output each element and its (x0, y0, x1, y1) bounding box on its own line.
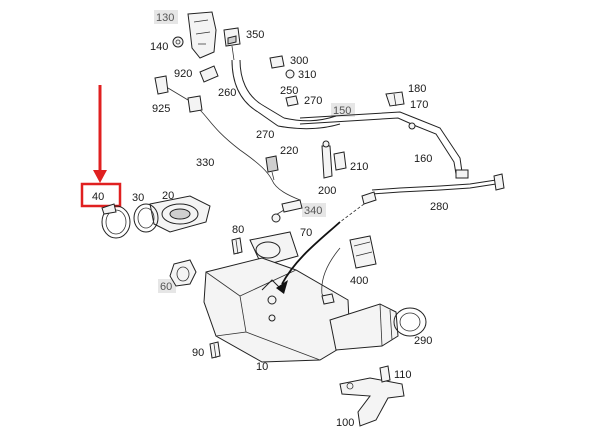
clip-part-920 (199, 65, 219, 83)
tag-bg-150 (331, 103, 355, 117)
label-330: 330 (196, 157, 214, 169)
label-90: 90 (192, 347, 204, 359)
label-100: 100 (336, 417, 354, 429)
tag-bg-130 (154, 10, 178, 24)
line-part-280 (339, 173, 505, 223)
bolt-part-80 (231, 237, 243, 255)
label-290: 290 (414, 335, 432, 347)
gasket-part-30 (133, 203, 159, 233)
flange-part-20 (149, 195, 211, 233)
label-60: 60 (160, 281, 172, 293)
label-300: 300 (290, 55, 308, 67)
connector-part-925 (154, 75, 203, 113)
label-140: 140 (150, 41, 168, 53)
label-400: 400 (350, 275, 368, 287)
label-310: 310 (298, 69, 316, 81)
label-40: 40 (92, 191, 104, 203)
label-920: 920 (174, 68, 192, 80)
highlight-arrow (93, 85, 107, 183)
label-160: 160 (414, 153, 432, 165)
gasket-part-60 (169, 259, 197, 287)
label-10: 10 (256, 361, 268, 373)
clamp-part-40 (101, 203, 131, 239)
label-150: 150 (333, 105, 351, 117)
label-180: 180 (408, 83, 426, 95)
bolt-part-90 (209, 341, 221, 359)
bracket-part-100 (339, 377, 405, 427)
label-110: 110 (394, 369, 412, 381)
clip-part-250 (285, 95, 299, 107)
label-340: 340 (304, 205, 322, 217)
bolt-part-110 (379, 365, 391, 383)
bracket-part-400 (349, 235, 377, 269)
clip-part-170 (385, 91, 405, 107)
label-170: 170 (410, 99, 428, 111)
wire-part-330 (199, 109, 301, 201)
label-260: 260 (218, 87, 236, 99)
clip-part-300 (269, 55, 295, 79)
pipe-part-260 (231, 59, 341, 130)
label-270b: 270 (256, 129, 274, 141)
catalytic-part-10 (203, 257, 351, 363)
label-210: 210 (350, 161, 368, 173)
label-280: 280 (430, 201, 448, 213)
sensor-part-220 (265, 155, 279, 181)
label-270a: 270 (304, 95, 322, 107)
pipe-part-160 (299, 111, 469, 179)
label-350: 350 (246, 29, 264, 41)
sensor-part-350 (223, 27, 241, 61)
bracket-part-130 (172, 11, 217, 59)
tag-bg-340 (302, 203, 326, 217)
label-20: 20 (162, 190, 174, 202)
label-925: 925 (152, 103, 170, 115)
tag-bg-60 (158, 279, 176, 293)
label-70: 70 (300, 227, 312, 239)
pipe-part-290 (329, 303, 427, 351)
label-220: 220 (280, 145, 298, 157)
bracket-part-200 (321, 140, 347, 179)
sensor-part-340 (271, 199, 303, 223)
label-200: 200 (318, 185, 336, 197)
highlight-box (80, 182, 122, 208)
label-130: 130 (156, 12, 174, 24)
label-30: 30 (132, 192, 144, 204)
pointer-arrow (276, 221, 341, 294)
label-80: 80 (232, 224, 244, 236)
wire-part-340b (321, 247, 341, 305)
label-250: 250 (280, 85, 298, 97)
